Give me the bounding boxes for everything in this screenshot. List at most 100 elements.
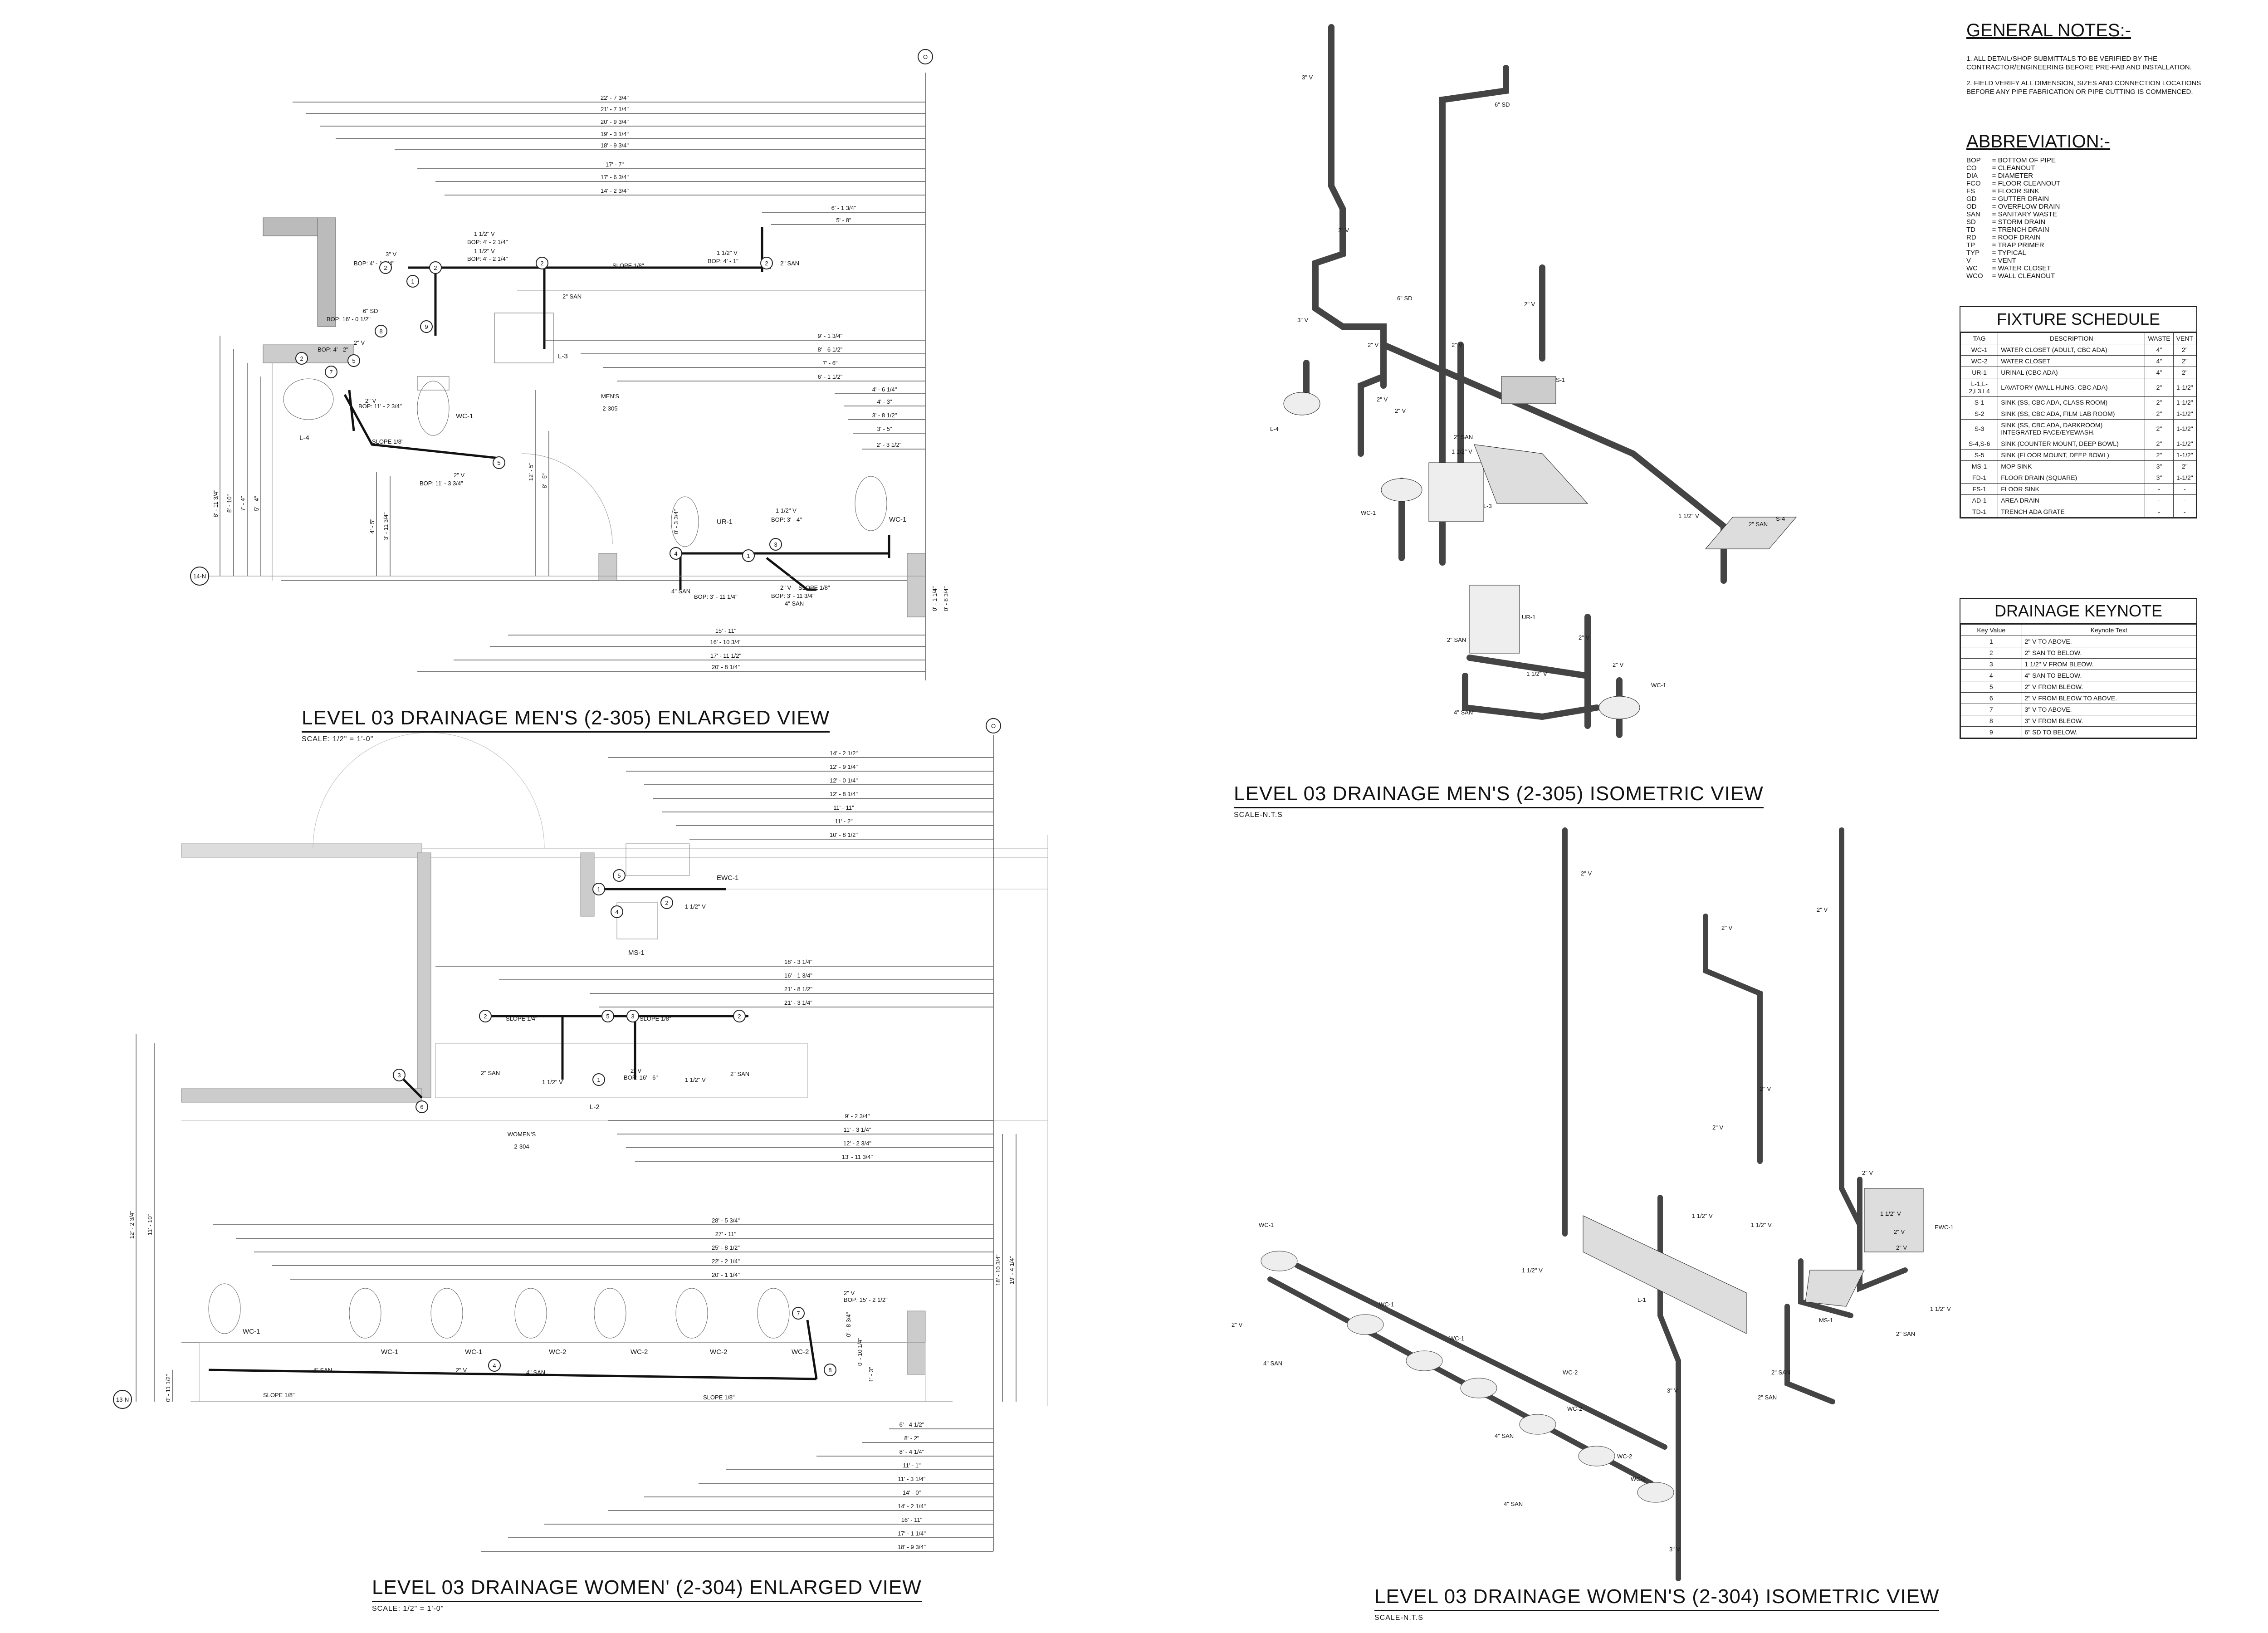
table-cell: 2" SAN TO BELOW. — [2021, 647, 2196, 659]
pipe-note: 3" V — [386, 251, 396, 258]
general-notes-heading: GENERAL NOTES:- — [1966, 20, 2131, 40]
pipe-note: 2" V — [1862, 1169, 1873, 1176]
table-cell: 2" — [2173, 344, 2197, 356]
table-cell: 1 1/2" V FROM BLEOW. — [2021, 658, 2196, 670]
pipe-note: 3" V — [1297, 317, 1308, 323]
table-cell: WC-1 — [1960, 344, 1999, 356]
table-cell: TRENCH ADA GRATE — [1998, 506, 2146, 518]
dimension-text: 0' - 1 1/4" — [931, 586, 938, 611]
abbreviation-key: OD — [1966, 203, 1977, 210]
column-header: Keynote Text — [2021, 624, 2196, 636]
table-cell: 2" V TO ABOVE. — [2021, 636, 2196, 647]
iso-mop-sink — [1805, 1270, 1865, 1307]
abbreviation-key: V — [1966, 257, 1971, 264]
table-cell: MS-1 — [1960, 460, 1999, 472]
dimension-text: 4' - 3" — [877, 398, 892, 405]
pipe-note: BOP: 4' - 2" — [318, 346, 348, 353]
dimension-text: 11' - 1" — [903, 1462, 921, 1469]
pipe-note: 2" SAN — [1771, 1369, 1790, 1376]
keynote-bubble — [660, 896, 673, 909]
pipe-note: 4" SAN — [671, 588, 690, 595]
pipe-note: 2" V — [1368, 342, 1378, 348]
pipe-note: 2" SAN — [1454, 434, 1473, 440]
water-closet-tank — [417, 376, 450, 391]
table-cell: WATER CLOSET — [1998, 355, 2146, 367]
womens-iso-title: LEVEL 03 DRAINAGE WOMEN'S (2-304) ISOMET… — [1374, 1585, 1940, 1622]
keynote-bubble-text: 2 — [484, 1013, 487, 1020]
dimension-text: 6' - 1 1/2" — [818, 373, 843, 380]
pipe-note: 1 1/2" V — [1452, 448, 1472, 455]
fixture-tag: WC-1 — [889, 516, 906, 523]
dimension-text: 15' - 11" — [715, 627, 737, 634]
abbreviation-key: FCO — [1966, 180, 1981, 187]
table-cell: SINK (FLOOR MOUNT, DEEP BOWL) — [1998, 449, 2146, 461]
dimension-text: 14' - 0" — [903, 1489, 921, 1496]
dimension-text: 7' - 4" — [240, 496, 246, 511]
keynote-bubble — [769, 538, 782, 551]
table-cell: 1-1/2" — [2173, 438, 2197, 450]
fixture-tag: L-4 — [1270, 425, 1279, 432]
abbreviation-row: WC= WATER CLOSET — [1966, 264, 2069, 272]
pipe-note: 2" SAN — [730, 1071, 749, 1077]
pipe-note: 6" SD — [363, 308, 378, 314]
table-cell: TD-1 — [1960, 506, 1999, 518]
abbreviation-key: SAN — [1966, 210, 1980, 218]
abbreviation-key: GD — [1966, 195, 1977, 203]
pipe-note: 6" SD — [1397, 295, 1413, 302]
womens-isometric — [1261, 827, 1924, 1581]
dimension-text: 21' - 8 1/2" — [784, 986, 812, 993]
abbreviation-value: = BOTTOM OF PIPE — [1992, 156, 2056, 164]
wall-hatch — [317, 217, 336, 327]
table-cell: 2" — [2145, 396, 2174, 408]
mens-isometric — [1283, 24, 1797, 738]
room-name: MEN'S — [601, 393, 619, 400]
dimension-text: 11' - 11" — [833, 804, 854, 811]
table-cell: 3" — [2145, 460, 2174, 472]
pipe-note: 1 1/2" V — [1526, 670, 1547, 677]
dimension-text: 7' - 6" — [822, 360, 837, 367]
grid-bubble — [113, 1390, 132, 1409]
abbreviation-value: = TRENCH DRAIN — [1992, 226, 2049, 234]
table-cell: AREA DRAIN — [1998, 494, 2146, 506]
pipe-note: 2" V — [1896, 1244, 1907, 1251]
keynote-bubble — [415, 1100, 428, 1113]
pipe-note: 1 1/2" V — [542, 1079, 563, 1085]
dimension-text: 11' - 3 1/4" — [843, 1126, 871, 1133]
dimension-text: 0' - 8 3/4" — [845, 1312, 852, 1337]
abbreviation-key: TP — [1966, 241, 1975, 249]
abbreviation-row: V = VENT — [1966, 257, 2069, 264]
dimension-text: 17' - 11 1/2" — [710, 652, 742, 659]
pipe-note: 2" V — [1232, 1321, 1242, 1328]
pipe-note: SLOPE 1/8" — [372, 438, 404, 445]
keynote-bubble-text: 4 — [493, 1362, 496, 1369]
abbreviation-value: = VENT — [1992, 257, 2016, 264]
dimension-text: 17' - 7" — [606, 161, 624, 168]
table-cell: S-4,S-6 — [1960, 438, 1999, 450]
abbreviation-row: WCO= WALL CLEANOUT — [1966, 272, 2069, 280]
dimension-lines — [195, 73, 926, 680]
table-cell: 2" V FROM BLEOW TO ABOVE. — [2021, 692, 2196, 704]
abbreviation-value: = OVERFLOW DRAIN — [1992, 203, 2060, 210]
dimension-text: 22' - 2 1/4" — [712, 1258, 740, 1265]
pipe-note: 2" V — [354, 339, 365, 346]
dimension-text: 22' - 7 3/4" — [601, 94, 629, 101]
keynote-bubble-text: 1 — [597, 886, 600, 893]
table-cell: 4" SAN TO BELOW. — [2021, 670, 2196, 681]
fixture-tag: WC-2 — [792, 1348, 809, 1356]
table-cell: 3" V TO ABOVE. — [2021, 704, 2196, 715]
table-cell: 1-1/2" — [2173, 408, 2197, 420]
iso-water-closet — [1381, 478, 1422, 502]
table-cell: 4" — [2145, 355, 2174, 367]
keynote-bubble — [601, 1010, 614, 1022]
pipe-note: 2" SAN — [1749, 521, 1768, 528]
keynote-bubble — [347, 354, 360, 367]
fixture-tag: L-3 — [1483, 503, 1492, 509]
drain-piping — [343, 227, 890, 591]
pipe-note: 2" V — [844, 1290, 855, 1296]
table-cell: SINK (SS, CBC ADA, CLASS ROOM) — [1998, 396, 2146, 408]
